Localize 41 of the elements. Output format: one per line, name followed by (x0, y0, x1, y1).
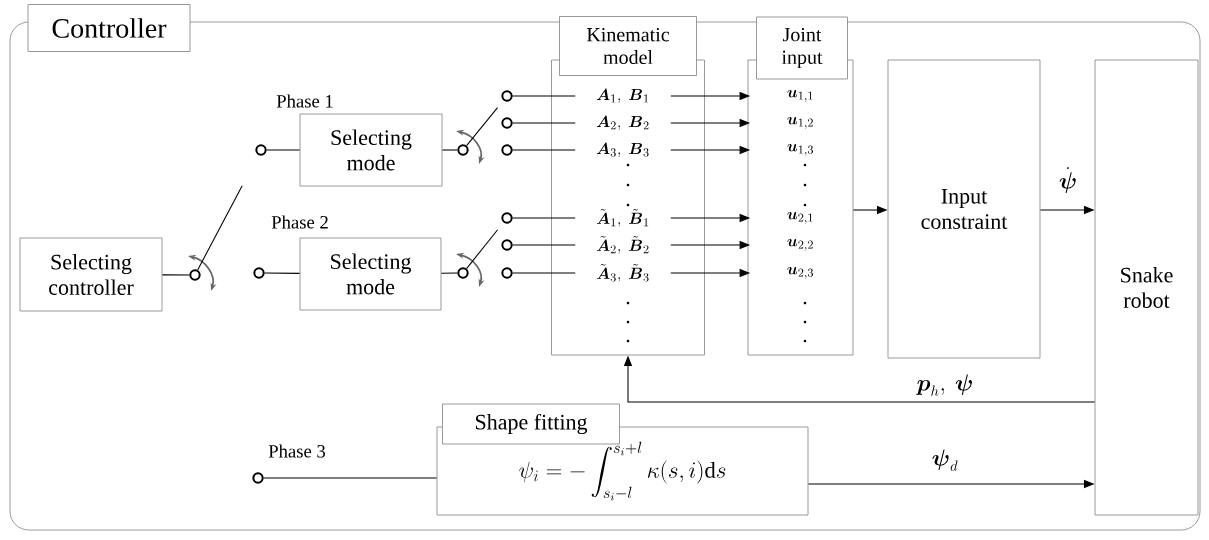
block-box: Selecting mode (299, 113, 443, 187)
math-label: $\boldsymbol{A}_2,\ \boldsymbol{B}_2$ (596, 115, 649, 131)
block-box: Selecting controller (19, 237, 163, 312)
block-box: Selecting mode (299, 237, 442, 311)
line (466, 107, 499, 147)
heading-tab: Shape fitting (442, 403, 620, 445)
math-label: $\boldsymbol{A}_1,\ \boldsymbol{B}_1$ (596, 88, 649, 104)
math-label: $\tilde{\boldsymbol{A}}_2,\ \tilde{\boldsymbol{B}}_2$ (596, 236, 649, 254)
line (512, 122, 576, 124)
line (197, 185, 243, 271)
phase-label: Phase 2 (271, 215, 328, 229)
line (512, 149, 576, 151)
math-label: $\boldsymbol{u}_{1,3}$ (787, 143, 813, 156)
line (266, 149, 301, 151)
line (512, 244, 576, 246)
math-label: $\boldsymbol{u}_{2,2}$ (787, 238, 813, 251)
phase-label: Phase 1 (276, 94, 333, 108)
line (161, 274, 190, 276)
block-box: Input constraint (887, 59, 1041, 359)
phase-label: Phase 3 (268, 444, 326, 458)
math-label: $\boldsymbol{u}_{1,2}$ (787, 116, 813, 129)
line (263, 477, 438, 479)
math-label: $\tilde{\boldsymbol{A}}_1,\ \tilde{\boldsymbol{B}}_1$ (596, 209, 649, 227)
edge-label: $\boldsymbol{p}_h,\ \boldsymbol{\psi}$ (915, 373, 975, 397)
line (264, 272, 301, 274)
line (466, 229, 499, 270)
block-box: Snake robot (1094, 59, 1199, 516)
math-label: $\boldsymbol{u}_{2,1}$ (787, 211, 813, 224)
math-label: $\boldsymbol{u}_{1,1}$ (787, 89, 813, 102)
line (441, 149, 458, 151)
line (512, 217, 576, 219)
node-label: Joint (782, 27, 822, 42)
line (440, 272, 458, 274)
math-label: $\boldsymbol{u}_{2,3}$ (787, 266, 813, 279)
edge-label: $\boldsymbol{\psi}_d$ (930, 448, 960, 472)
line (512, 272, 576, 274)
edge-label: $\dot{\boldsymbol{\psi}}$ (1057, 165, 1079, 195)
math-label: $\tilde{\boldsymbol{A}}_3,\ \tilde{\boldsymbol{B}}_3$ (596, 264, 649, 282)
line (512, 95, 576, 97)
node-label: Kinematic (586, 27, 670, 42)
math-label: $\boldsymbol{A}_3,\ \boldsymbol{B}_3$ (596, 142, 649, 158)
